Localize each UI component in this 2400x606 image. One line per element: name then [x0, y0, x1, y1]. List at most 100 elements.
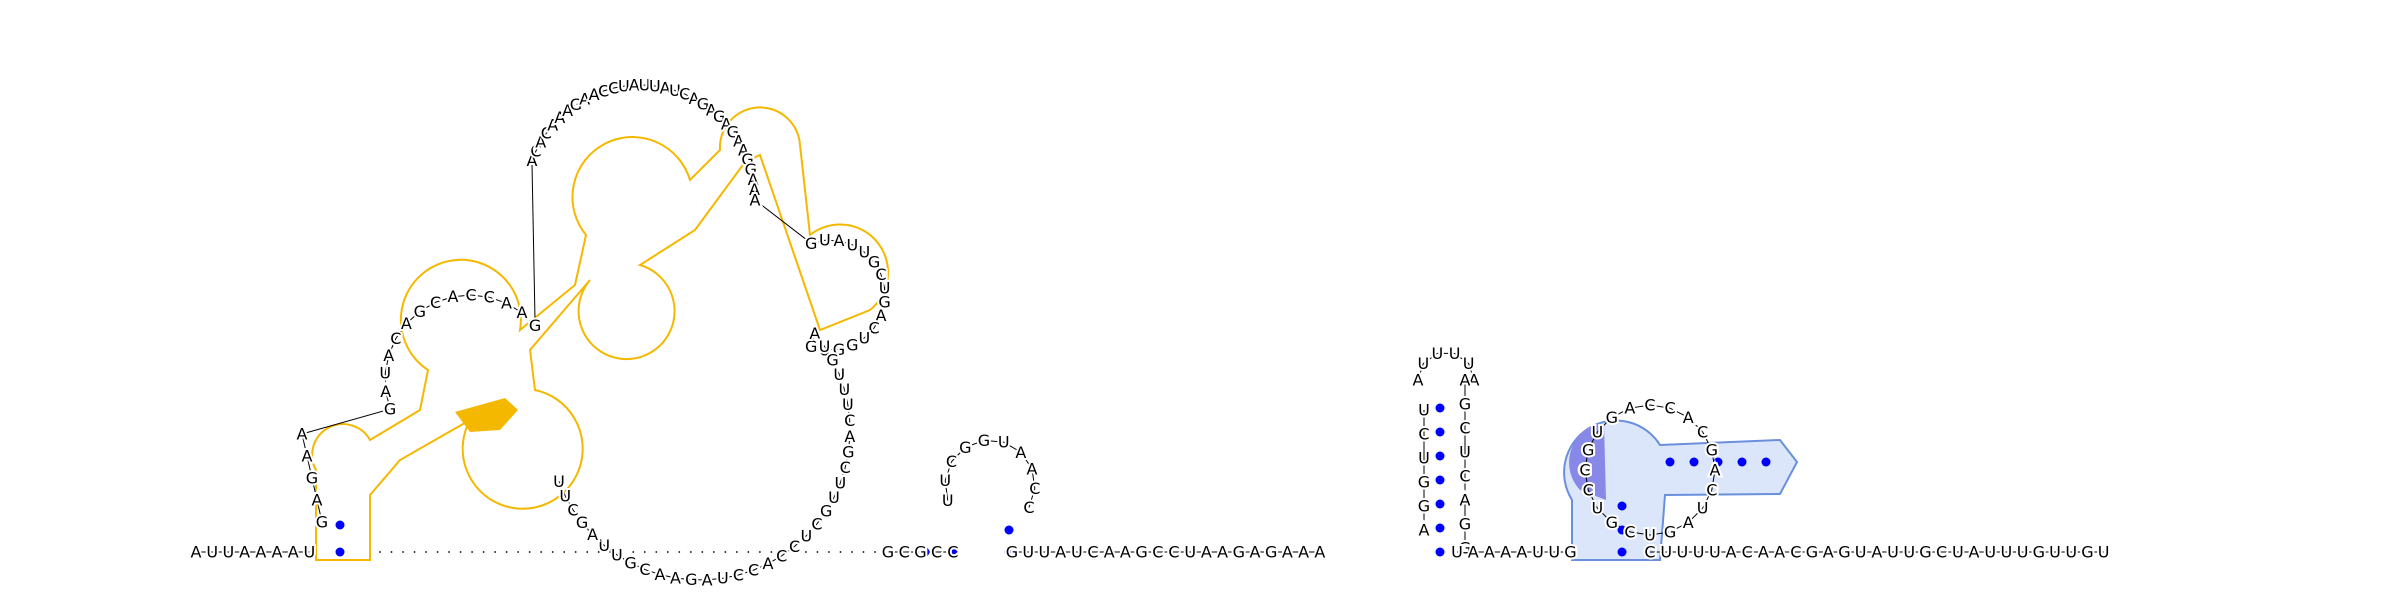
nucleotide: U [559, 486, 571, 505]
backbone-link [1003, 441, 1022, 453]
backbone-link [584, 94, 595, 100]
nucleotide: C [840, 458, 851, 477]
backbone-link [564, 495, 574, 510]
nucleotide: G [978, 431, 990, 450]
nucleotide: C [1579, 461, 1590, 480]
backbone-link [852, 337, 865, 346]
backbone-link [684, 93, 695, 99]
nucleotide: A [297, 425, 308, 444]
nucleotide: C [1087, 543, 1098, 562]
nucleotide: C [430, 293, 441, 312]
gap-dot [874, 551, 876, 553]
nucleotide: U [1532, 543, 1544, 562]
backbone-link [489, 296, 507, 304]
backbone-link [844, 452, 849, 468]
backbone-link [531, 160, 536, 326]
gap-dot [563, 551, 566, 553]
backbone-link [838, 344, 853, 350]
nucleotide: G [624, 553, 636, 572]
backbone-link [623, 84, 635, 87]
nucleotide: A [1314, 543, 1325, 562]
nucleotide: U [1697, 499, 1709, 518]
nucleotide: U [553, 472, 565, 491]
nucleotide: A [833, 231, 844, 250]
gap-dot [782, 551, 784, 553]
backbone-link [833, 482, 841, 498]
nucleotide: G [1418, 497, 1430, 516]
nucleotide: A [655, 565, 666, 584]
backbone-link [644, 84, 655, 87]
gap-dot [862, 551, 865, 553]
nucleotide: A [535, 132, 546, 151]
backbone-link [839, 467, 846, 483]
nucleotide: C [679, 85, 690, 104]
nucleotide: A [448, 287, 459, 306]
nucleotide: U [618, 77, 630, 96]
backbone-link [1649, 404, 1671, 409]
nucleotide: U [819, 337, 831, 356]
base-pair-dot [1737, 457, 1747, 467]
gap-dot [620, 551, 623, 553]
nucleotide: A [1201, 543, 1212, 562]
backbone-link [702, 103, 712, 111]
nucleotide: G [1838, 543, 1850, 562]
nucleotide: U [1463, 354, 1475, 373]
backbone-link [944, 480, 949, 501]
nucleotide: A [733, 131, 744, 150]
backbone-link [616, 554, 631, 564]
nucleotide: C [1583, 481, 1594, 500]
backbone-link [674, 90, 685, 95]
base-pair-dot [1617, 547, 1627, 557]
nucleotide: C [899, 543, 910, 562]
nucleotide: G [576, 513, 588, 532]
nucleotide: C [608, 79, 619, 98]
nucleotide: U [379, 364, 391, 383]
backbone-link [1587, 489, 1598, 509]
gap-dot [666, 551, 669, 553]
nucleotide: U [879, 278, 891, 297]
nucleotide: U [1184, 543, 1196, 562]
backbone-link [1611, 407, 1631, 418]
nucleotide: G [2081, 543, 2093, 562]
gap-dot [689, 551, 692, 553]
nucleotide: U [1451, 543, 1463, 562]
backbone-link [1584, 469, 1589, 491]
nucleotide: A [876, 306, 887, 325]
nucleotide: G [685, 570, 697, 589]
nucleotide: C [789, 537, 800, 556]
base-pair-dot [335, 547, 345, 557]
nucleotide: U [1592, 422, 1604, 441]
base-pair-dot [1004, 547, 1014, 557]
backbone-link [659, 574, 676, 579]
nucleotide: A [1710, 461, 1721, 480]
nucleotide: U [717, 569, 729, 588]
nucleotide: U [1071, 543, 1083, 562]
nucleotide: G [1459, 395, 1471, 414]
gap-dot [586, 551, 589, 553]
nucleotide: A [1055, 543, 1066, 562]
nucleotide: A [302, 447, 313, 466]
nucleotide: A [1726, 543, 1737, 562]
nucleotide: C [530, 142, 541, 161]
backbone-link [603, 87, 614, 92]
backbone-link [613, 85, 624, 89]
nucleotide: U [939, 471, 951, 490]
nucleotide: U [942, 491, 954, 510]
nucleotide: G [1582, 440, 1594, 459]
base-pair-dot [1004, 525, 1014, 535]
nucleotide: G [1664, 522, 1676, 541]
nucleotide: U [669, 81, 681, 100]
base-pair-dot [1617, 525, 1627, 535]
nucleotide: U [847, 235, 859, 254]
backbone-link [864, 327, 875, 339]
gap-dot [770, 551, 773, 553]
backbone-link [540, 132, 547, 143]
backbone-link [311, 477, 318, 501]
highlight-a-outline [311, 106, 889, 561]
gap-dot [597, 551, 600, 553]
gap-dot [701, 551, 704, 553]
base-pair-dot [1435, 523, 1445, 533]
nucleotide: A [1774, 543, 1785, 562]
base-pair-dot [920, 547, 930, 557]
nucleotide: G [713, 107, 725, 126]
